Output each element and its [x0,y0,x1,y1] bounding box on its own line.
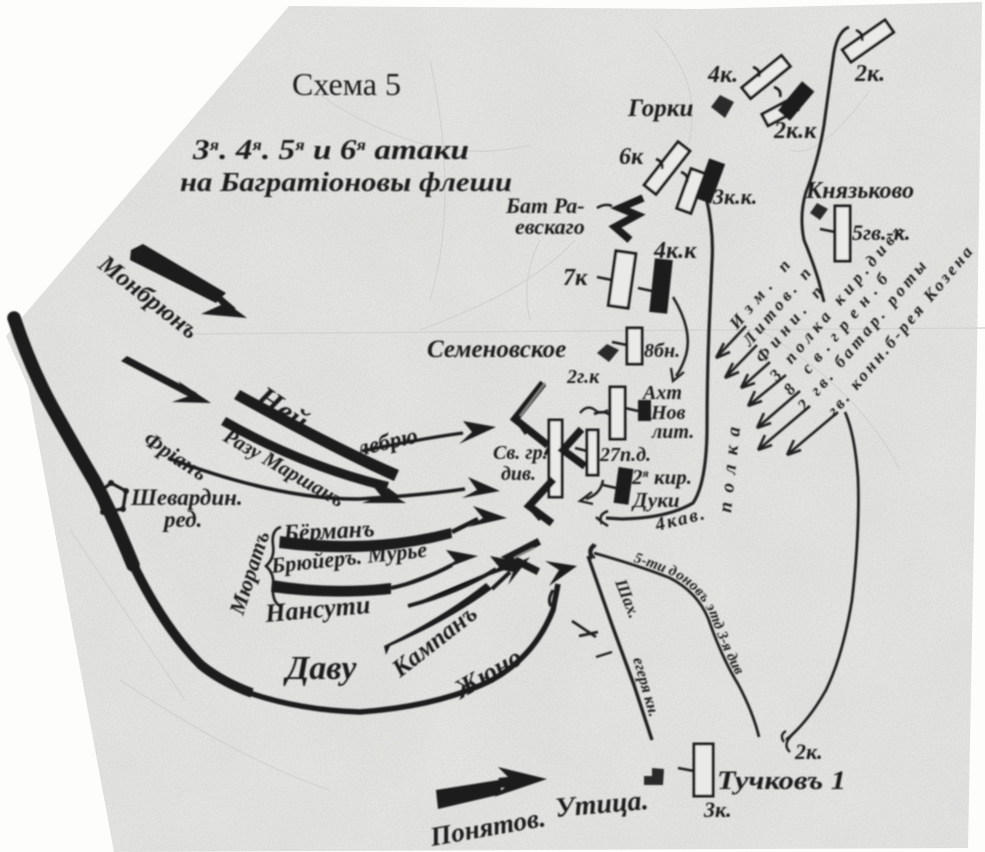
svg-text:евскаго: евскаго [515,214,585,239]
svg-text:2к.к: 2к.к [773,118,817,144]
svg-text:8бн.: 8бн. [644,340,680,362]
svg-text:див.: див. [501,463,536,485]
svg-text:4к.: 4к. [707,62,738,88]
svg-text:3я. 4я. 5я и 6я атаки: 3я. 4я. 5я и 6я атаки [192,134,469,166]
svg-text:лит.: лит. [651,421,694,443]
svg-text:2г.к: 2г.к [566,366,600,388]
svg-text:Князьково: Князьково [805,178,914,204]
svg-text:Бёрманъ: Бёрманъ [282,516,375,547]
svg-text:2к.: 2к. [854,61,885,87]
svg-text:ред.: ред. [162,507,202,532]
svg-text:4к.к: 4к.к [653,238,697,264]
svg-text:Шевардин.: Шевардин. [130,485,243,510]
svg-text:на Багратіоновы флеши: на Багратіоновы флеши [180,167,512,197]
svg-text:6к: 6к [619,144,644,170]
svg-text:Семеновское: Семеновское [427,336,566,363]
svg-text:Бат Ра-: Бат Ра- [505,193,585,218]
svg-text:27п.д.: 27п.д. [599,444,651,466]
svg-text:3к.к.: 3к.к. [712,184,757,209]
svg-text:2к.: 2к. [794,739,823,764]
svg-text:Ахт: Ахт [641,382,682,404]
svg-text:Дуки: Дуки [631,488,680,512]
svg-text:Св. гр.: Св. гр. [493,442,548,464]
svg-text:5гв.-к.: 5гв.-к. [852,220,910,245]
svg-text:Тучковъ 1: Тучковъ 1 [717,766,846,795]
svg-text:2я кир.: 2я кир. [631,465,692,489]
svg-text:Нов: Нов [650,402,686,424]
svg-text:Схема 5: Схема 5 [292,66,401,102]
svg-text:7к: 7к [563,265,588,291]
svg-text:Горки: Горки [627,95,693,122]
svg-text:Даву: Даву [283,650,357,687]
svg-text:3к.: 3к. [703,797,732,822]
